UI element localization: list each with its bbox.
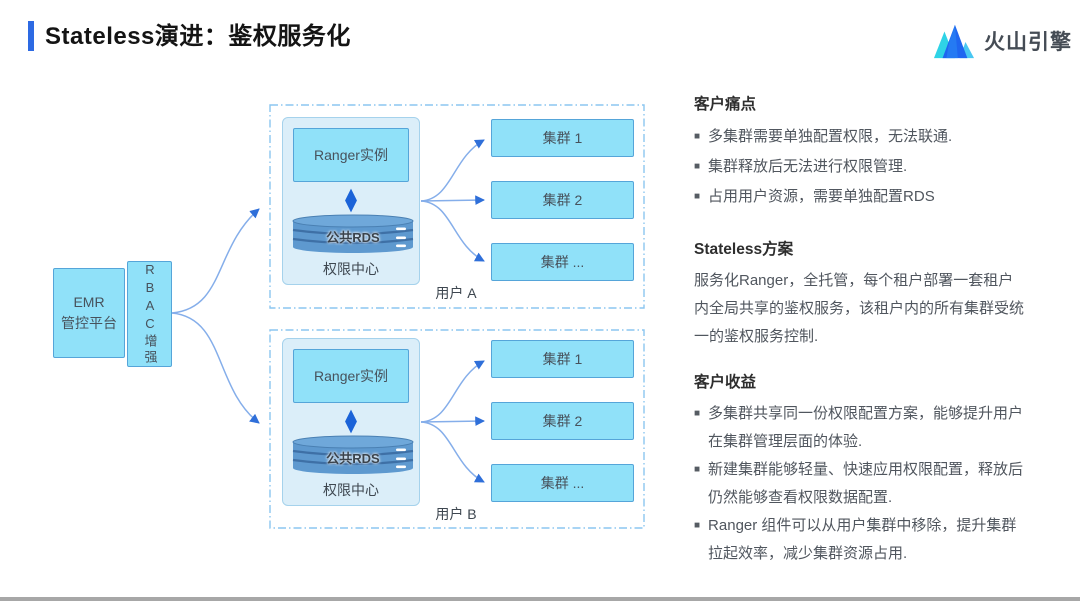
permission-center-label-b: 权限中心 bbox=[323, 482, 379, 498]
pain-item-text: 多集群需要单独配置权限，无法联通. bbox=[708, 128, 953, 145]
rbac-enhance-box: RBAC增强 bbox=[127, 261, 172, 367]
rds-label-b: 公共RDS bbox=[326, 450, 380, 466]
benefits-list: ■ 多集群共享同一份权限配置方案，能够提升用户在集群管理层面的体验. ■ 新建集群能… bbox=[694, 400, 1024, 568]
info-panel: 客户痛点 ■ 多集群需要单独配置权限，无法联通. ■ 集群释放后无法进行权限管理. … bbox=[694, 95, 1024, 568]
bottom-divider-bar bbox=[0, 597, 1080, 601]
tenant-a-cluster-curves bbox=[420, 139, 485, 262]
benefit-item-text: 新建集群能够轻量、快速应用权限配置，释放后仍然能够查看权限数据配置. bbox=[708, 461, 1024, 506]
bullet-square-icon: ■ bbox=[694, 131, 701, 142]
user-b-label: 用户 B bbox=[435, 506, 477, 522]
bullet-square-icon: ■ bbox=[694, 161, 701, 172]
ranger-instance-box-a: Ranger实例 bbox=[293, 128, 409, 182]
bullet-square-icon: ■ bbox=[694, 520, 701, 531]
solution-heading: Stateless方案 bbox=[694, 241, 794, 258]
bullet-square-icon: ■ bbox=[694, 408, 701, 419]
list-item: ■ 多集群共享同一份权限配置方案，能够提升用户在集群管理层面的体验. bbox=[694, 400, 1024, 456]
pain-points-list: ■ 多集群需要单独配置权限，无法联通. ■ 集群释放后无法进行权限管理. ■ 占用用户… bbox=[694, 122, 1024, 212]
pain-points-heading: 客户痛点 bbox=[694, 96, 757, 113]
brand-logo: 火山引擎 bbox=[933, 22, 1072, 60]
brand-name: 火山引擎 bbox=[984, 31, 1072, 54]
benefits-heading: 客户收益 bbox=[694, 374, 757, 391]
list-item: ■ 占用用户资源，需要单独配置RDS bbox=[694, 182, 1024, 212]
benefit-item-text: Ranger 组件可以从用户集群中移除，提升集群拉起效率，减少集群资源占用. bbox=[708, 517, 1017, 562]
pain-item-text: 占用用户资源，需要单独配置RDS bbox=[708, 188, 935, 205]
rbac-to-tenant-curves bbox=[171, 208, 260, 424]
benefit-item-text: 多集群共享同一份权限配置方案，能够提升用户在集群管理层面的体验. bbox=[708, 405, 1024, 450]
user-a-label: 用户 A bbox=[435, 285, 477, 301]
bullet-square-icon: ■ bbox=[694, 191, 701, 202]
page-title: Stateless演进：鉴权服务化 bbox=[45, 23, 351, 50]
cluster-box: 集群 ... bbox=[491, 243, 634, 281]
list-item: ■ Ranger 组件可以从用户集群中移除，提升集群拉起效率，减少集群资源占用. bbox=[694, 512, 1024, 568]
bullet-square-icon: ■ bbox=[694, 464, 701, 475]
tenant-b-cluster-curves bbox=[420, 360, 485, 483]
cluster-box: 集群 1 bbox=[491, 119, 634, 157]
cluster-box: 集群 1 bbox=[491, 340, 634, 378]
cluster-box: 集群 2 bbox=[491, 181, 634, 219]
rds-label-a: 公共RDS bbox=[326, 229, 380, 245]
volcano-mountain-icon bbox=[933, 24, 975, 59]
cluster-box: 集群 ... bbox=[491, 464, 634, 502]
ranger-instance-box-b: Ranger实例 bbox=[293, 349, 409, 403]
emr-label-line1: EMR bbox=[73, 294, 105, 310]
pain-item-text: 集群释放后无法进行权限管理. bbox=[708, 158, 908, 175]
cluster-box: 集群 2 bbox=[491, 402, 634, 440]
permission-center-label-a: 权限中心 bbox=[323, 261, 379, 277]
emr-label-line2: 管控平台 bbox=[61, 315, 117, 331]
solution-paragraph: 服务化Ranger，全托管，每个租户部署一套租户内全局共享的鉴权服务，该租户内的… bbox=[694, 272, 1025, 345]
list-item: ■ 多集群需要单独配置权限，无法联通. bbox=[694, 122, 1024, 152]
list-item: ■ 集群释放后无法进行权限管理. bbox=[694, 152, 1024, 182]
list-item: ■ 新建集群能够轻量、快速应用权限配置，释放后仍然能够查看权限数据配置. bbox=[694, 456, 1024, 512]
title-accent-bar bbox=[28, 21, 34, 51]
emr-platform-box: EMR 管控平台 bbox=[53, 268, 125, 358]
